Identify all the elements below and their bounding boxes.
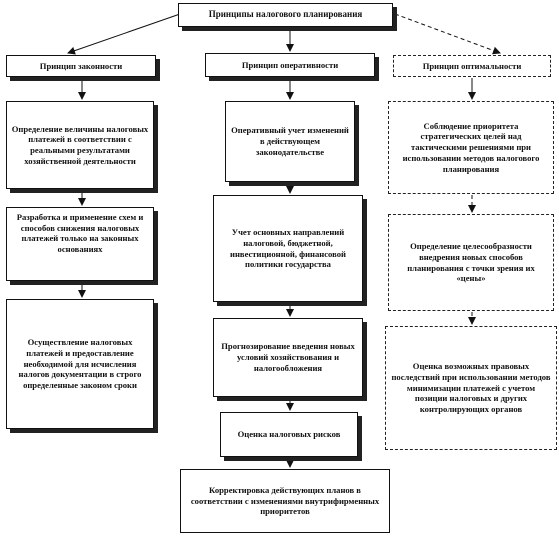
legality-item-1: Определение величины налоговых платежей … bbox=[6, 101, 154, 189]
efficiency-item-5: Корректировка действующих планов в соотв… bbox=[180, 469, 390, 533]
efficiency-item-3: Прогнозирование введения новых условий х… bbox=[213, 318, 363, 397]
arrow-root-to-legality bbox=[67, 13, 181, 55]
efficiency-item-2: Учет основных направлений налоговой, бюд… bbox=[213, 195, 363, 302]
legality-item-2: Разработка и применение схем и способов … bbox=[6, 207, 154, 281]
optimality-item-3: Оценка возможных правовых последствий пр… bbox=[385, 326, 557, 450]
legality-item-3: Осуществление налоговых платежей и предо… bbox=[6, 299, 154, 429]
legality-header-label: Принцип законности bbox=[39, 60, 123, 71]
arrow-root-to-optimality bbox=[394, 13, 501, 55]
optimality-header-label: Принцип оптимальности bbox=[422, 60, 522, 71]
optimality-header: Принцип оптимальности bbox=[393, 55, 551, 77]
root-node: Принципы налогового планирования bbox=[178, 3, 393, 27]
efficiency-header-label: Принцип оперативности bbox=[241, 59, 339, 70]
optimality-item-1: Соблюдение приоритета стратегических цел… bbox=[388, 101, 554, 194]
efficiency-item-4: Оценка налоговых рисков bbox=[220, 412, 358, 457]
optimality-item-2: Определение целесообразности внедрения н… bbox=[388, 214, 554, 311]
root-label: Принципы налогового планирования bbox=[208, 9, 363, 20]
legality-header: Принцип законности bbox=[6, 55, 156, 77]
efficiency-header: Принцип оперативности bbox=[205, 53, 375, 77]
efficiency-item-1: Оперативный учет изменений в действующем… bbox=[225, 101, 355, 182]
